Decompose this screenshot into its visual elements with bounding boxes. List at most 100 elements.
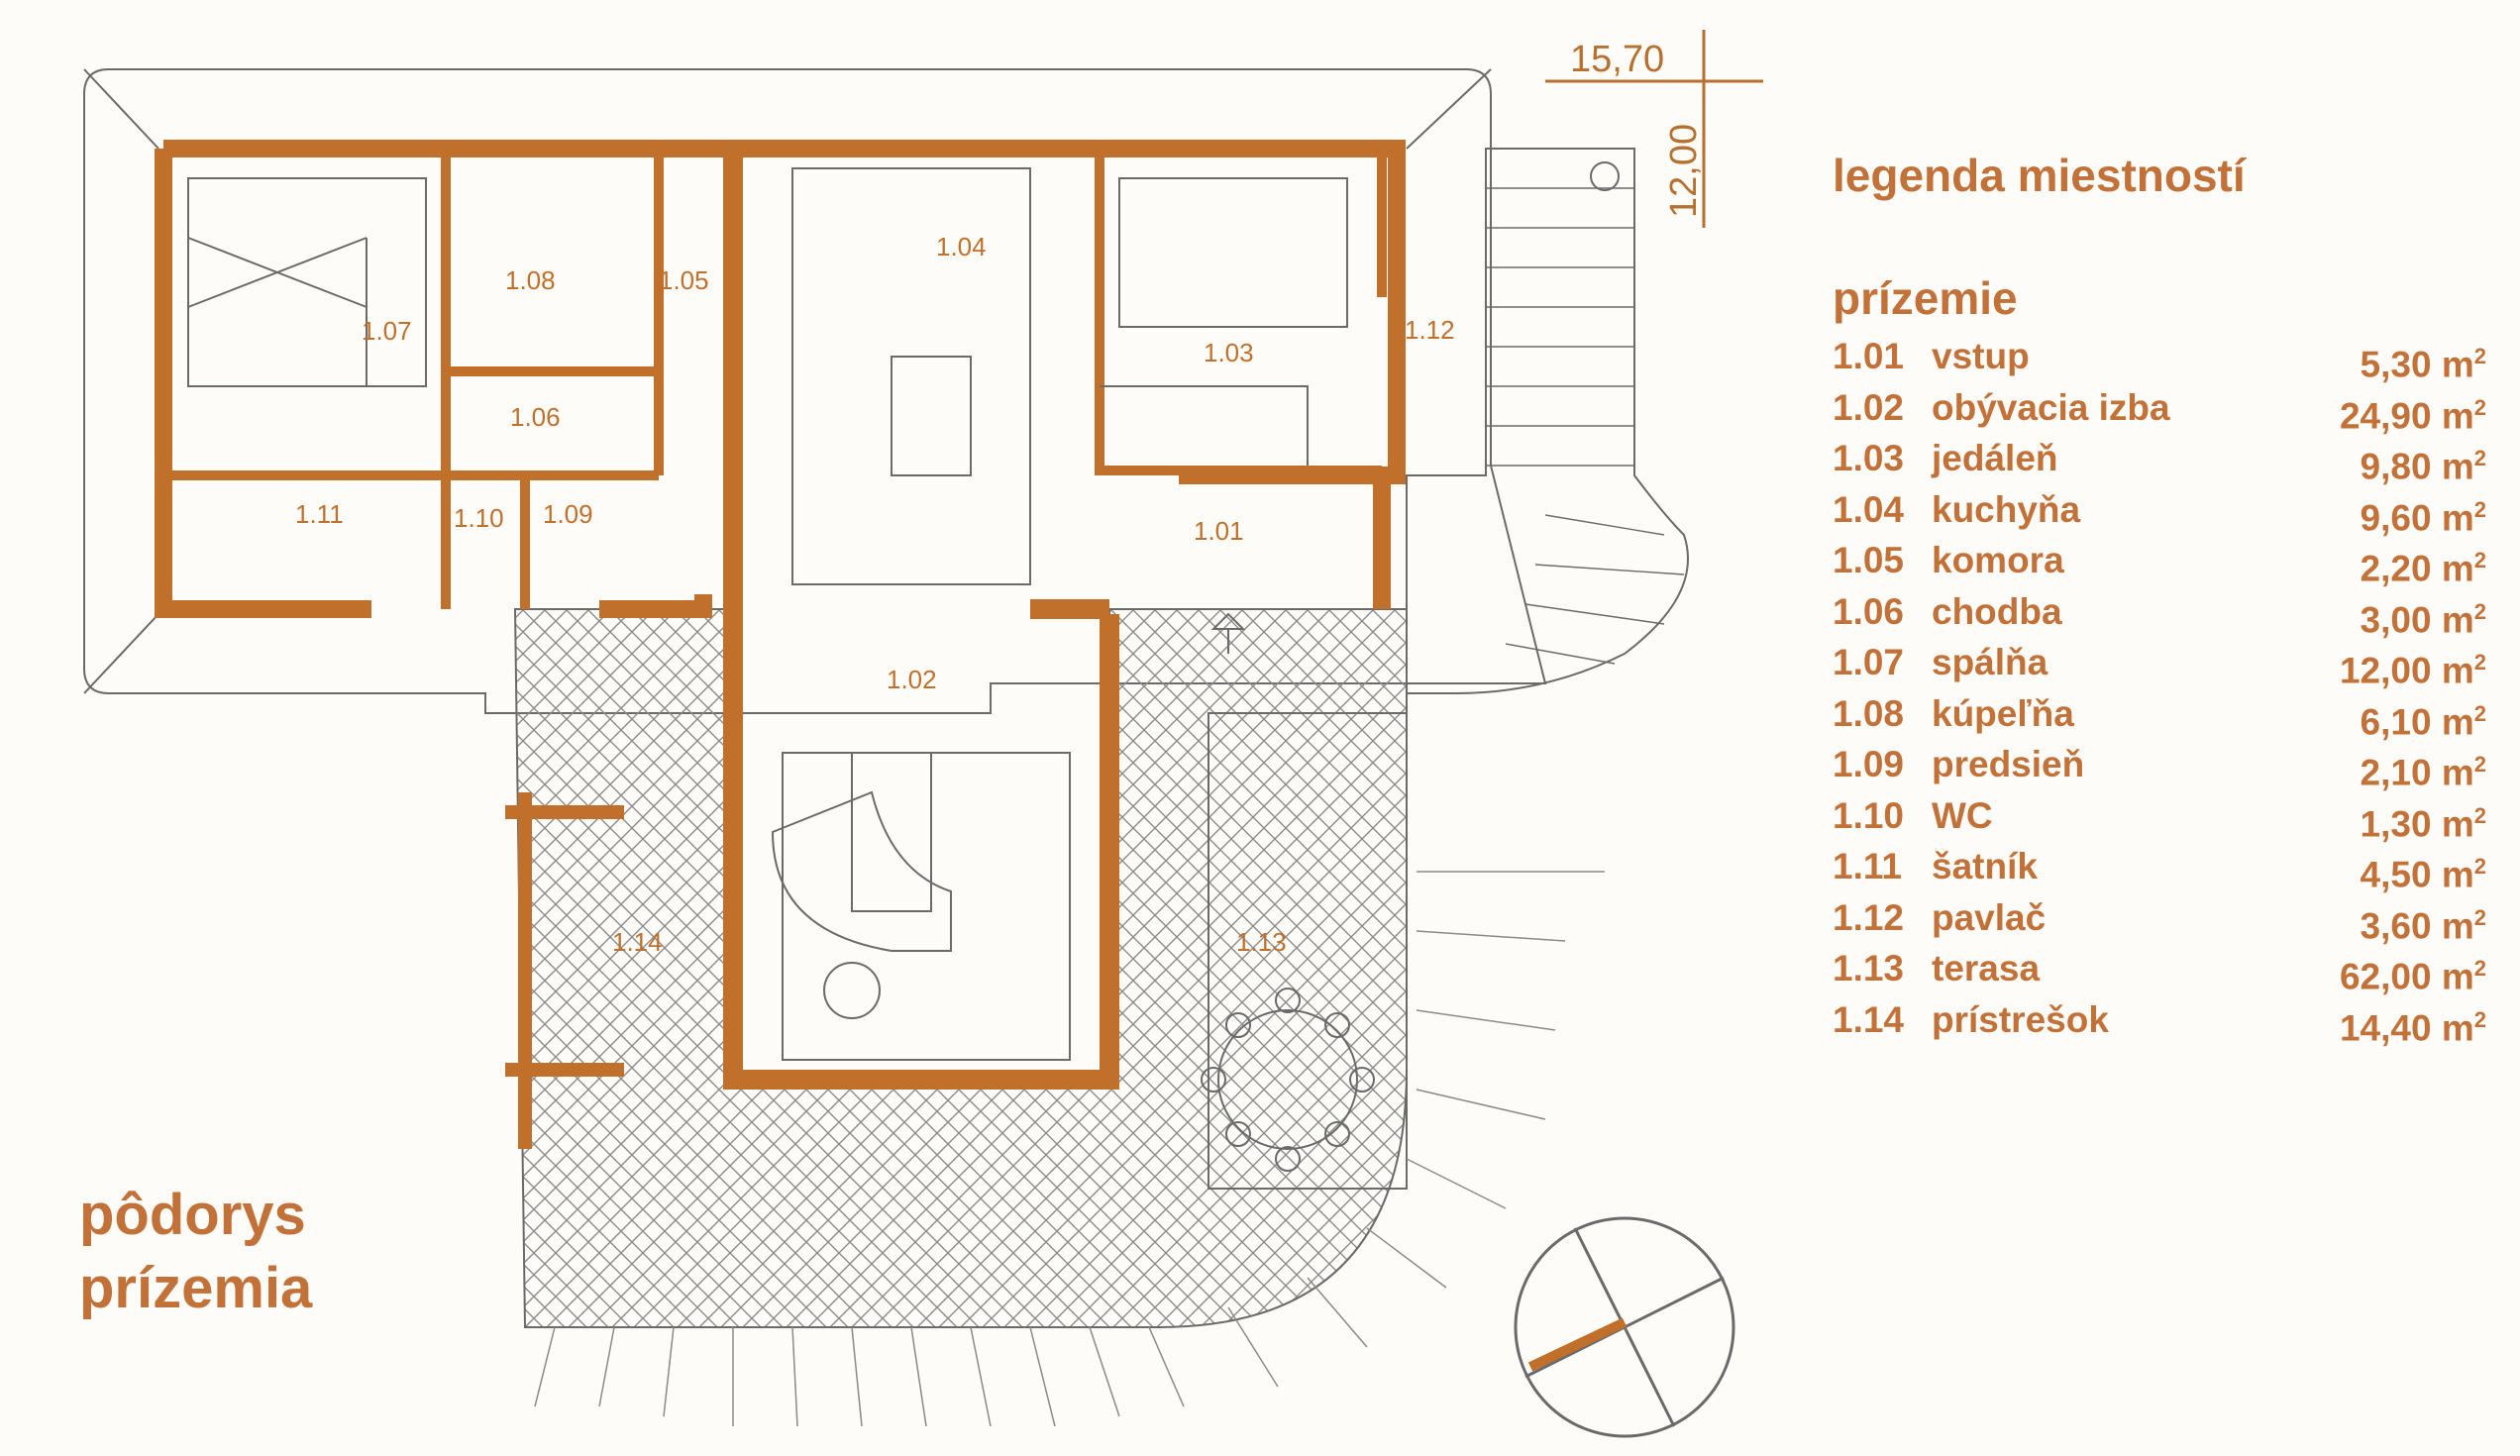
interior-walls [163, 149, 1387, 609]
legend-room-name: kuchyňa [1932, 488, 2081, 530]
room-label-1-04: 1.04 [936, 232, 987, 261]
legend-area-unit: m [2441, 496, 2474, 538]
legend-area-value: 14,40 [2339, 1006, 2432, 1048]
legend-area-unit: m [2441, 598, 2474, 640]
legend-room-number: 1.08 [1833, 692, 1905, 734]
legend-room-name: komora [1932, 540, 2064, 580]
legend-row: 1.09 predsieň 2,10 m2 [1833, 739, 2486, 793]
dimension-lines [1545, 30, 1763, 228]
legend-area-unit-exp: 2 [2473, 598, 2486, 624]
room-label-1-11: 1.11 [295, 499, 344, 529]
thin-lines [187, 167, 1408, 1190]
legend-room-name: kúpeľňa [1932, 692, 2074, 734]
plan-title: pôdorys prízemia [79, 1179, 312, 1325]
legend-room-name: spálňa [1932, 642, 2048, 682]
room-label-1-13: 1.13 [1236, 927, 1287, 957]
roof-outline [83, 68, 1547, 714]
legend-room-area: 3,00 m2 [2288, 586, 2486, 640]
north-arrow [1514, 1216, 1735, 1438]
legend-room-area: 9,60 m2 [2288, 484, 2486, 538]
legend-area-unit: m [2441, 344, 2474, 385]
legend-row: 1.04 kuchyňa 9,60 m2 [1833, 484, 2486, 538]
legend-area-value: 12,00 [2339, 650, 2432, 691]
legend-row: 1.07 spálňa 12,00 m2 [1833, 637, 2486, 691]
legend-room-area: 2,10 m2 [2288, 739, 2486, 793]
legend-title: legenda miestností [1833, 150, 2246, 201]
room-label-1-07: 1.07 [362, 316, 412, 346]
legend-area-unit: m [2441, 650, 2474, 691]
legend-area-unit: m [2441, 394, 2474, 436]
legend-room-number: 1.14 [1833, 998, 1905, 1040]
legend-row: 1.06 chodba 3,00 m2 [1833, 586, 2486, 640]
legend-room-area: 4,50 m2 [2288, 841, 2486, 895]
legend-area-value: 9,60 [2360, 496, 2432, 538]
legend-room-area: 5,30 m2 [2288, 331, 2486, 385]
legend-area-unit-exp: 2 [2473, 394, 2486, 420]
legend-row: 1.01 vstup 5,30 m2 [1833, 331, 2486, 385]
room-label-1-05: 1.05 [659, 265, 709, 295]
legend-area-unit: m [2441, 752, 2474, 793]
dimension-depth-label: 12,00 [1663, 124, 1705, 218]
legend-area-value: 62,00 [2339, 956, 2432, 997]
legend-area-unit: m [2441, 700, 2474, 742]
legend-room-name: chodba [1932, 590, 2062, 632]
legend-area-value: 2,20 [2360, 548, 2432, 589]
legend-room-name: terasa [1932, 948, 2041, 988]
legend-room-name: obývacia izba [1932, 386, 2170, 428]
legend-room-number: 1.06 [1833, 590, 1905, 632]
legend-room-name: vstup [1932, 336, 2030, 376]
room-label-1-08: 1.08 [505, 265, 556, 295]
stair-treads [1486, 187, 1685, 665]
legend-area-unit-exp: 2 [2473, 548, 2486, 572]
legend-room-number: 1.04 [1833, 488, 1905, 530]
legend-area-unit: m [2441, 446, 2474, 487]
legend-room-number: 1.01 [1833, 336, 1905, 376]
legend-room-name: pavlač [1932, 896, 2047, 938]
legend-floor: prízemie [1833, 272, 2018, 324]
carport-posts [505, 792, 624, 1149]
legend-room-number: 1.11 [1833, 846, 1902, 886]
legend-area-unit: m [2441, 956, 2474, 997]
legend-area-value: 5,30 [2360, 344, 2432, 385]
legend-room-area: 3,60 m2 [2288, 892, 2486, 946]
legend-area-value: 3,60 [2360, 904, 2432, 946]
legend-area-unit: m [2441, 1006, 2474, 1048]
legend-room-area: 9,80 m2 [2288, 433, 2486, 487]
legend-row: 1.12 pavlač 3,60 m2 [1833, 892, 2486, 946]
legend-room-number: 1.09 [1833, 744, 1905, 784]
legend-area-unit-exp: 2 [2473, 496, 2486, 522]
legend-room-area: 6,10 m2 [2288, 688, 2486, 742]
legend-room-number: 1.05 [1833, 540, 1905, 580]
legend-room-name: predsieň [1932, 744, 2085, 784]
legend-room-area: 62,00 m2 [2288, 943, 2486, 997]
legend-area-unit-exp: 2 [2473, 854, 2486, 879]
legend-room-area: 24,90 m2 [2288, 382, 2486, 436]
legend-room-number: 1.03 [1833, 438, 1905, 478]
legend-area-unit: m [2441, 854, 2474, 895]
legend-area-unit-exp: 2 [2473, 650, 2486, 675]
legend-area-unit-exp: 2 [2473, 1006, 2486, 1032]
room-label-1-12: 1.12 [1405, 315, 1455, 345]
room-label-1-14: 1.14 [612, 927, 663, 957]
legend-room-number: 1.12 [1833, 896, 1905, 938]
legend-area-value: 3,00 [2360, 598, 2432, 640]
legend-area-unit-exp: 2 [2473, 956, 2486, 981]
legend-area-unit-exp: 2 [2473, 802, 2486, 828]
legend-area-unit-exp: 2 [2473, 446, 2486, 470]
legend-room-area: 1,30 m2 [2288, 790, 2486, 844]
legend-area-unit: m [2441, 802, 2474, 844]
legend-room-name: WC [1932, 794, 1993, 836]
legend-room-number: 1.07 [1833, 642, 1905, 682]
legend-area-value: 24,90 [2339, 394, 2432, 436]
legend-area-unit-exp: 2 [2473, 700, 2486, 726]
legend-area-value: 6,10 [2360, 700, 2432, 742]
